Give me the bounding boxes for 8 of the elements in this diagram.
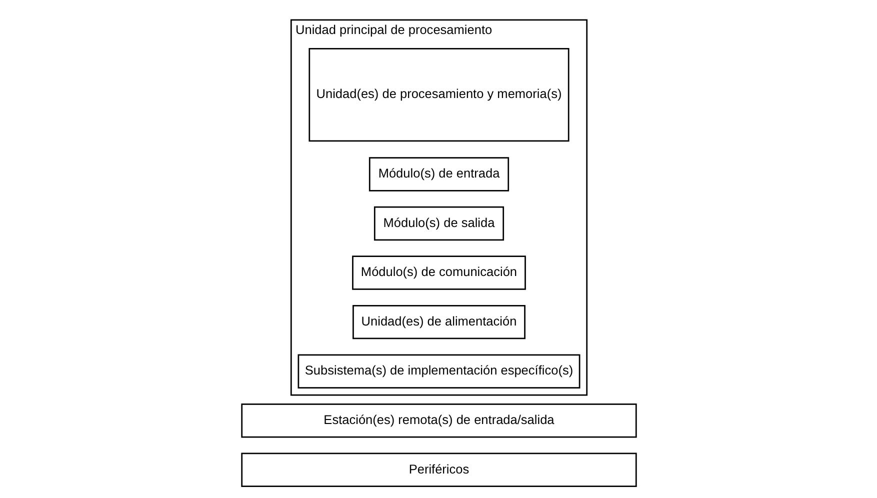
node-box: Estación(es) remota(s) de entrada/salida [240, 403, 636, 438]
node-box: Periféricos [240, 452, 636, 487]
node-box: Subsistema(s) de implementación específico(s) [297, 354, 580, 388]
node-box: Módulo(s) de entrada [368, 156, 509, 191]
node-box: Módulo(s) de comunicación [352, 255, 526, 290]
node-box: Unidad(es) de alimentación [352, 304, 525, 339]
node-box: Unidad(es) de procesamiento y memoria(s) [308, 48, 569, 142]
node-box: Módulo(s) de salida [373, 206, 504, 240]
